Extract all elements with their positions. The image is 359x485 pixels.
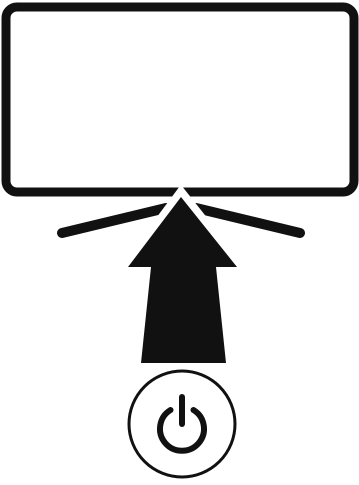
power-icon [129,371,235,477]
tv-screen [6,7,354,192]
tv-icon [6,7,354,192]
